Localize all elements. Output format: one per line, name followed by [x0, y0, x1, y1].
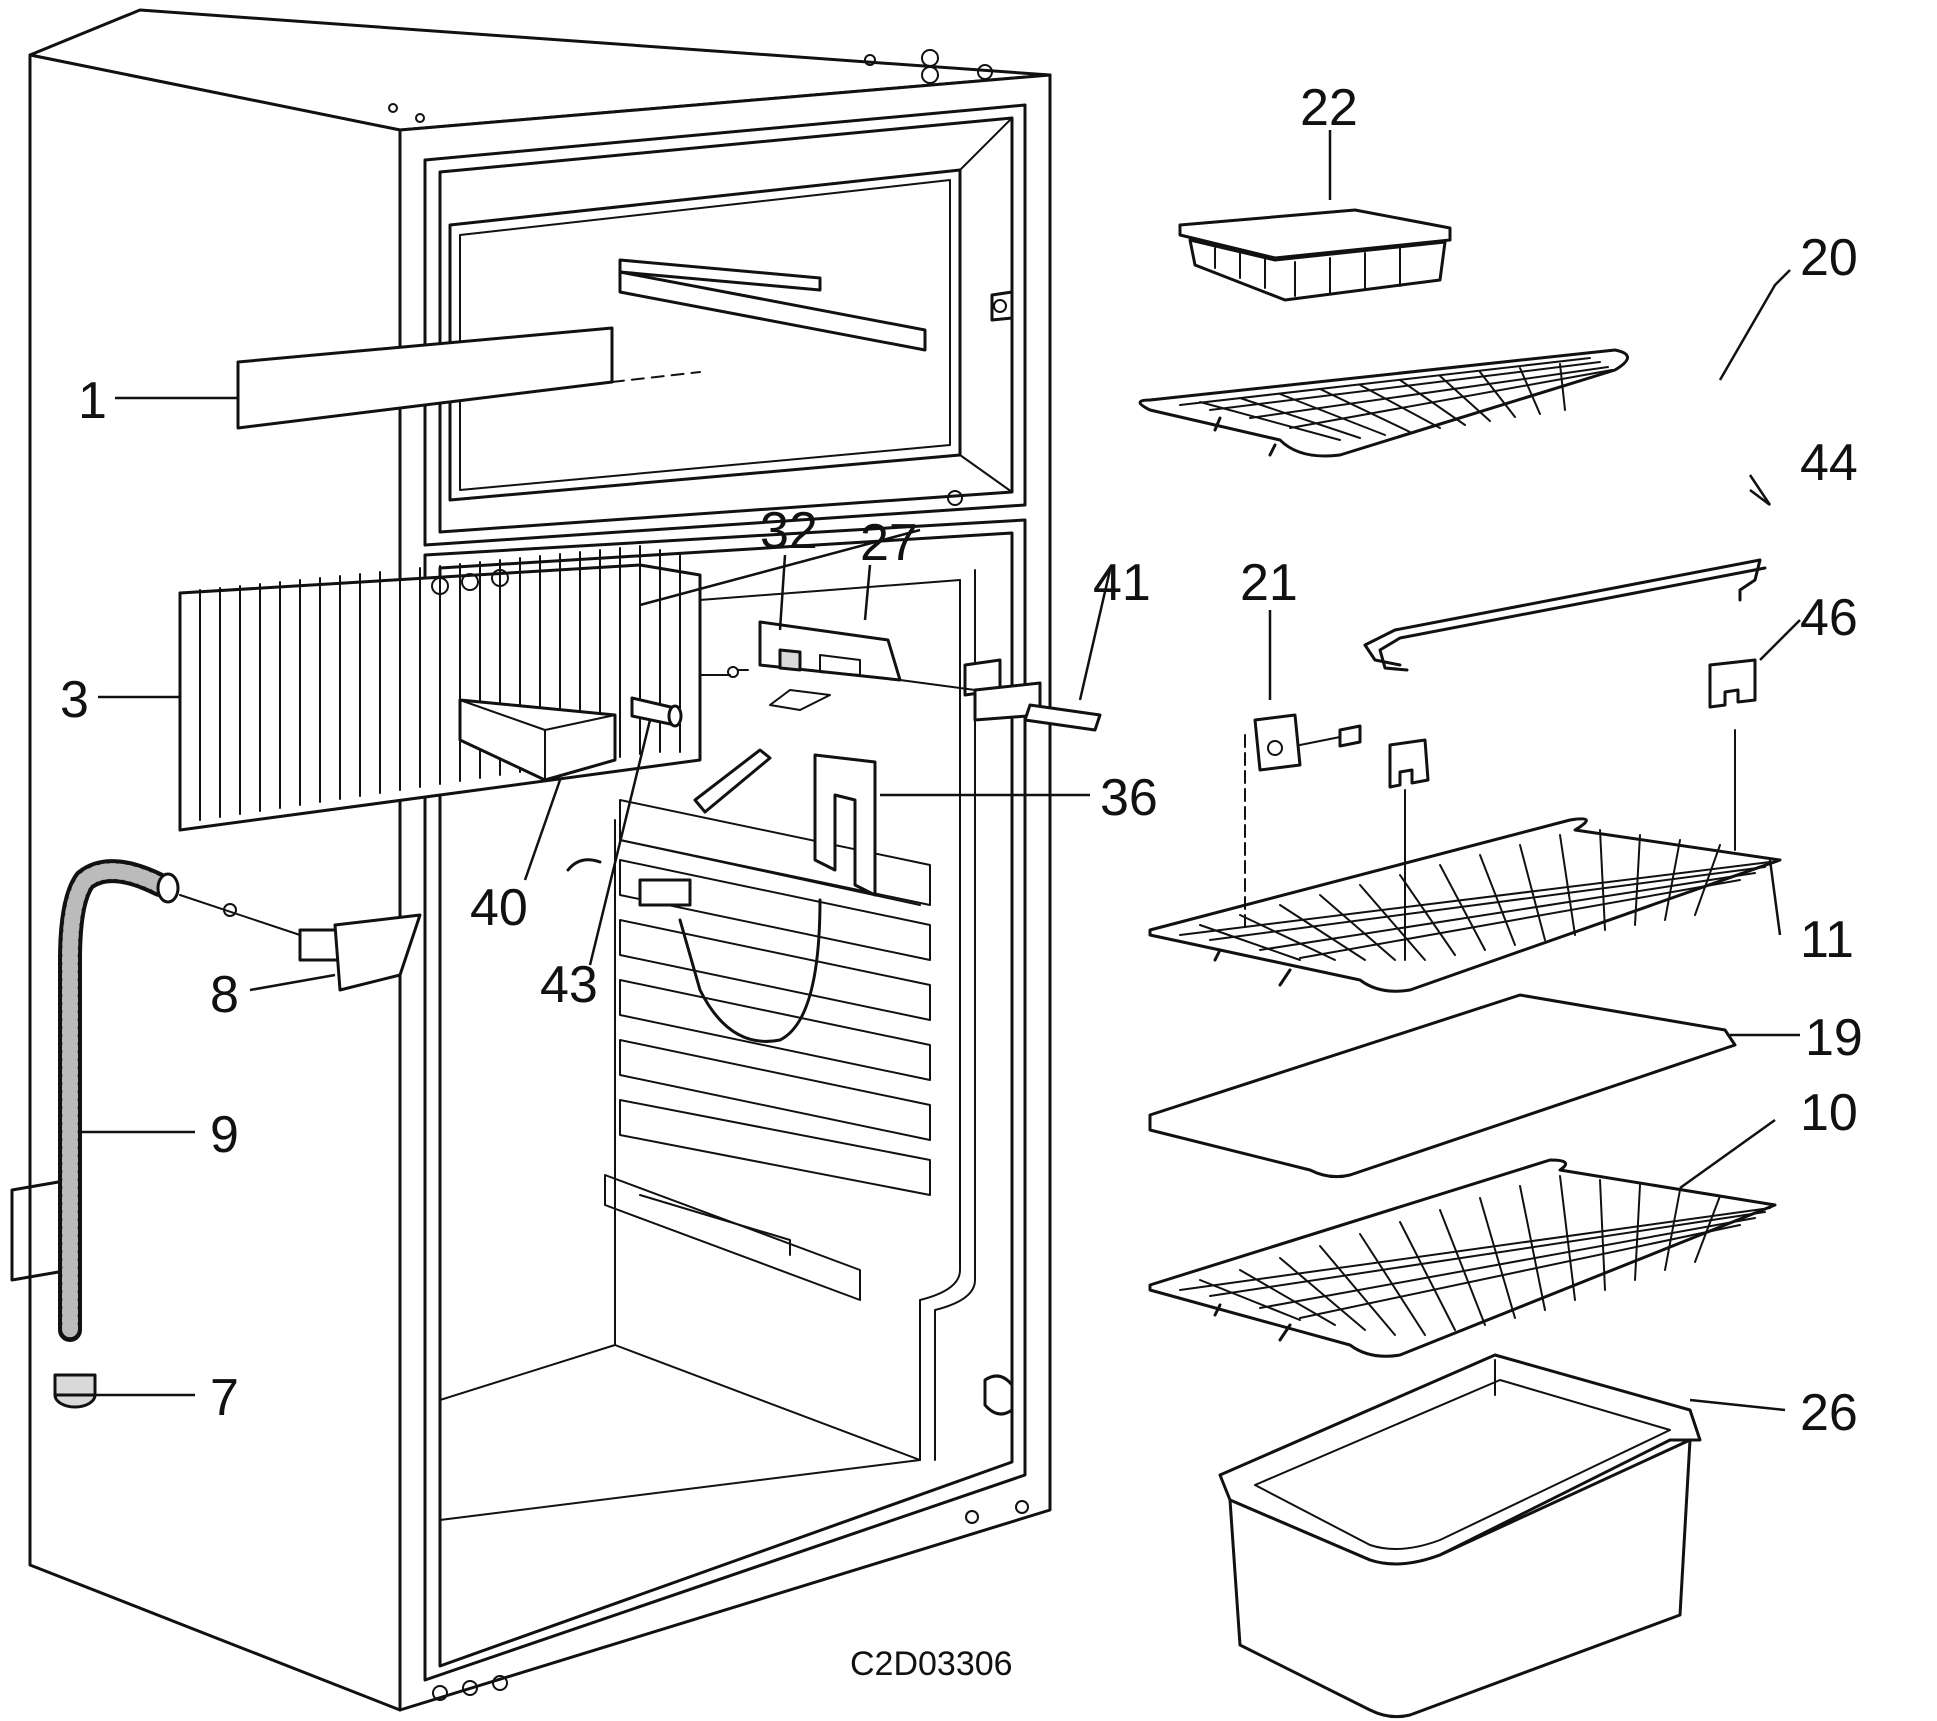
shelf-clip: [1388, 738, 1430, 961]
callout-21: 21: [1240, 554, 1298, 612]
light-cover: [693, 748, 772, 814]
callout-11: 11: [1800, 911, 1854, 969]
part-21-bracket: [1244, 713, 1362, 931]
callout-43: 43: [540, 956, 598, 1014]
part-36-bracket: [813, 753, 877, 897]
part-1-cover-strip: [236, 326, 701, 430]
callout-3: 3: [60, 671, 89, 729]
callout-10: 10: [1800, 1084, 1858, 1142]
part-26-crisper-drawer: [1218, 1353, 1702, 1719]
lamp-socket: [638, 878, 692, 907]
callout-46: 46: [1800, 589, 1858, 647]
callout-22: 22: [1300, 79, 1358, 137]
drawing-code: C2D03306: [850, 1645, 1013, 1683]
part-11-fridge-rack: [1148, 817, 1782, 993]
callout-7: 7: [210, 1369, 239, 1427]
callout-8: 8: [210, 966, 239, 1024]
part-9-drain-hose: [58, 859, 180, 1342]
wire-harness: [678, 898, 822, 1043]
leader-lines: [80, 130, 1801, 1412]
callout-44: 44: [1800, 434, 1858, 492]
part-44-rod: [1363, 558, 1767, 672]
part-8-drain-fitting: [179, 894, 422, 992]
part-46-clip: [1708, 658, 1757, 709]
callout-19: 19: [1805, 1009, 1863, 1067]
part-22-ice-tray: [1178, 208, 1452, 302]
callout-32: 32: [760, 502, 818, 560]
part-20-freezer-rack: [1138, 348, 1629, 458]
callout-26: 26: [1800, 1384, 1858, 1442]
callout-36: 36: [1100, 769, 1158, 827]
refrigerator-cabinet: [10, 8, 1052, 1712]
tab-slot: [566, 858, 602, 872]
callout-20: 20: [1800, 229, 1858, 287]
part-40-drip-tray: [458, 698, 617, 782]
part-7-hose-cap: [53, 1373, 97, 1409]
callout-41: 41: [1093, 554, 1151, 612]
part-10-lower-rack: [1148, 1158, 1777, 1358]
callout-27: 27: [860, 514, 918, 572]
part-43-sensor: [630, 696, 683, 728]
callout-40: 40: [470, 879, 528, 937]
part-41-switch: [899, 658, 1102, 732]
callout-9: 9: [210, 1106, 239, 1164]
callout-1: 1: [78, 372, 107, 430]
part-19-glass-shelf: [1148, 993, 1737, 1179]
callout-labels: 1 3 7 8 9 10 11 19 20 21 22 26 27 32 36 …: [60, 79, 1863, 1683]
